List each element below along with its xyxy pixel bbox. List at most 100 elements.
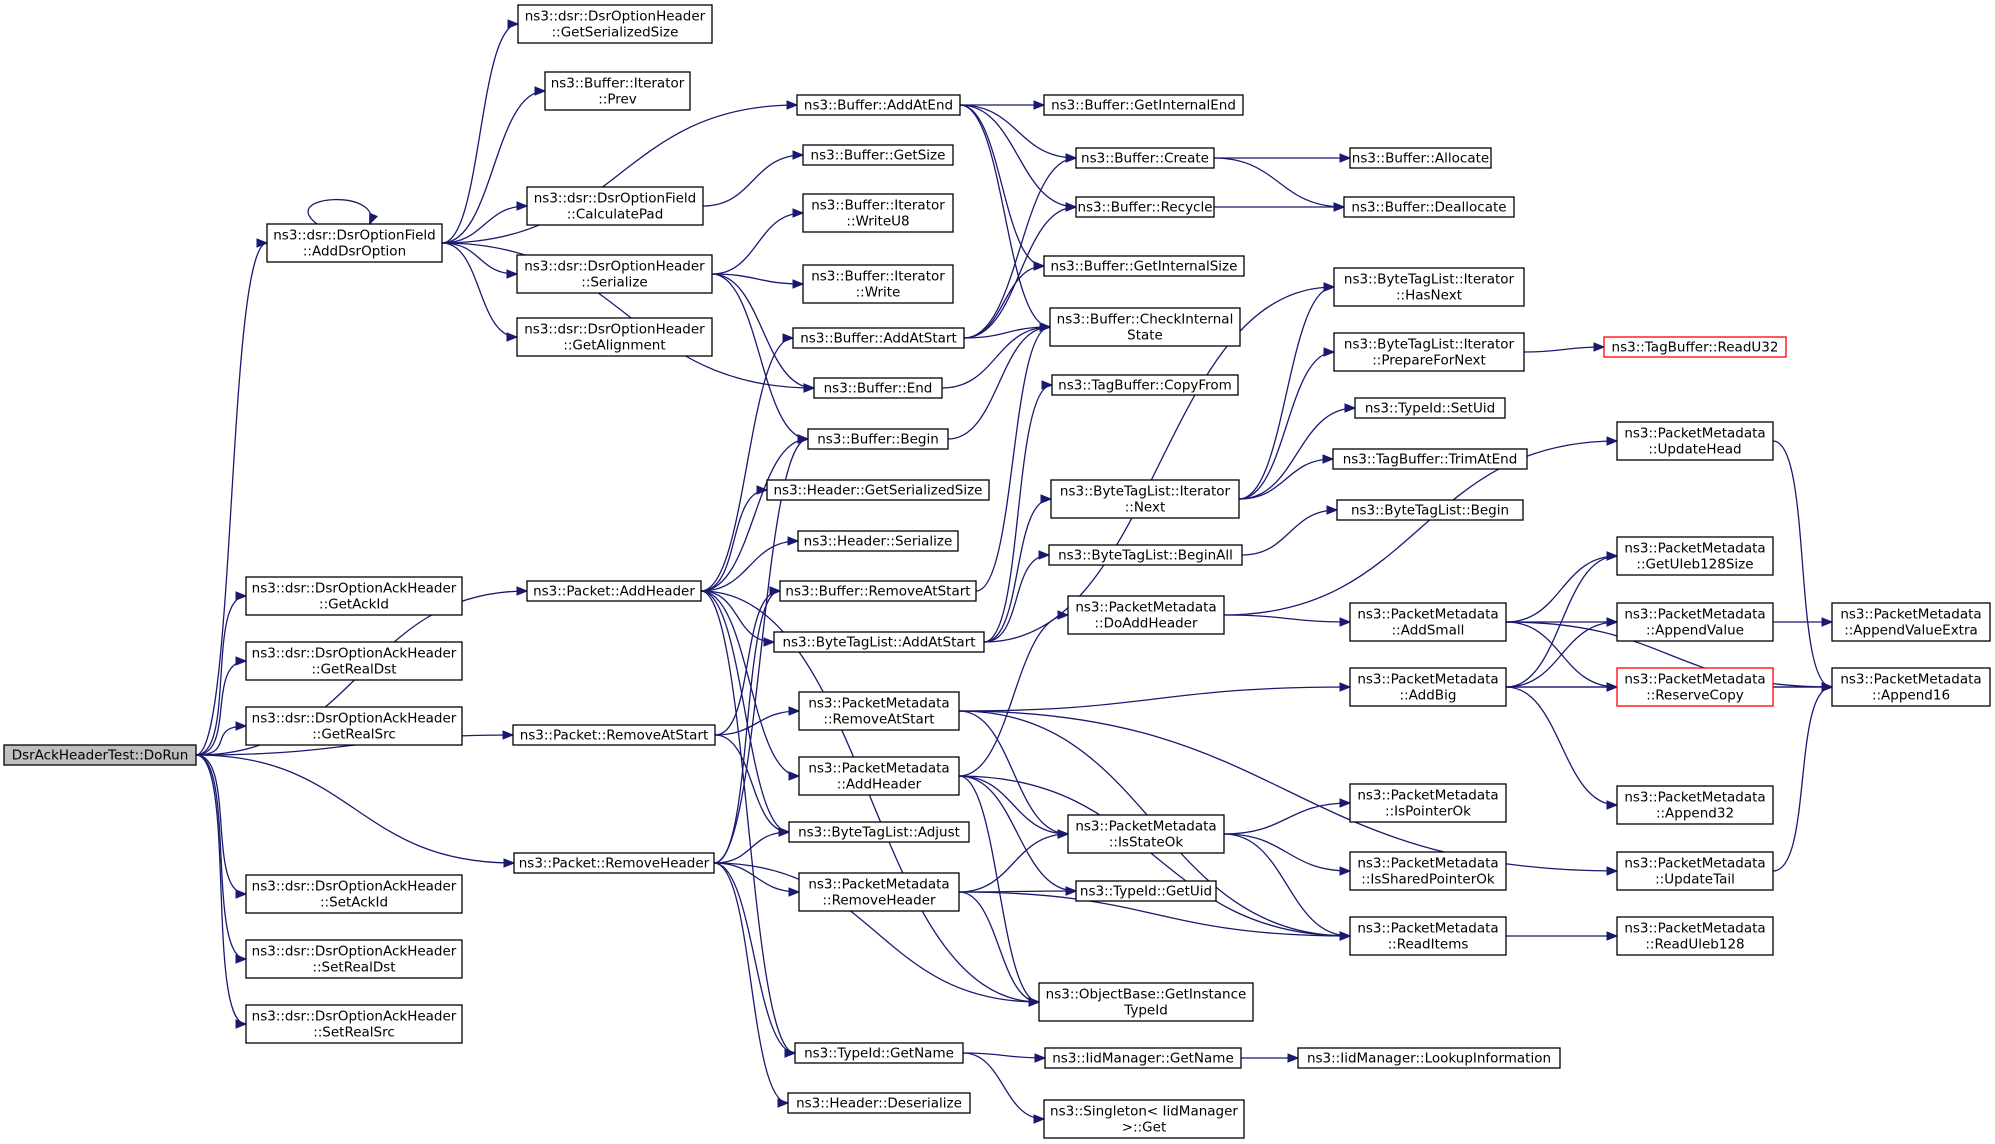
node-getRealDst[interactable]: ns3::dsr::DsrOptionAckHeader::GetRealDst <box>245 641 463 681</box>
node-bufAddAtStart[interactable]: ns3::Buffer::AddAtStart <box>792 327 965 349</box>
node-bufBegin[interactable]: ns3::Buffer::Begin <box>807 428 949 450</box>
edge-arrowhead <box>1057 610 1070 620</box>
node-addDsrOption[interactable]: ns3::dsr::DsrOptionField::AddDsrOption <box>266 223 443 263</box>
edge-arrowhead <box>235 721 248 731</box>
edge-line <box>714 590 781 736</box>
node-iidLookup[interactable]: ns3::IidManager::LookupInformation <box>1297 1047 1561 1069</box>
node-hdrGetSerSize[interactable]: ns3::Header::GetSerializedSize <box>766 479 990 501</box>
node-bufDeallocate[interactable]: ns3::Buffer::Deallocate <box>1343 196 1515 218</box>
edge-bufCreate-to-bufAllocate <box>1214 153 1352 163</box>
node-pmAddSmall[interactable]: ns3::PacketMetadata::AddSmall <box>1349 602 1507 642</box>
node-iterPrev[interactable]: ns3::Buffer::Iterator::Prev <box>544 71 691 111</box>
node-hdrDeserialize[interactable]: ns3::Header::Deserialize <box>787 1092 971 1114</box>
node-tagReadU32[interactable]: ns3::TagBuffer::ReadU32 <box>1603 336 1787 358</box>
node-typeSetUid[interactable]: ns3::TypeId::SetUid <box>1354 397 1506 419</box>
node-box <box>516 317 713 357</box>
edge-arrowhead <box>787 536 800 546</box>
node-pmAppendValueExtra[interactable]: ns3::PacketMetadata::AppendValueExtra <box>1831 602 1991 642</box>
node-btlBegin[interactable]: ns3::ByteTagList::Begin <box>1336 499 1524 521</box>
node-label: ns3::ByteTagList::Adjust <box>798 825 960 841</box>
node-label: ns3::ByteTagList::Iterator <box>1344 337 1515 353</box>
edge-line <box>700 590 1040 1003</box>
node-pmDoAddHeader[interactable]: ns3::PacketMetadata::DoAddHeader <box>1067 595 1225 635</box>
node-tagTrimAtEnd[interactable]: ns3::TagBuffer::TrimAtEnd <box>1332 448 1528 470</box>
node-bufRemoveAtStart[interactable]: ns3::Buffer::RemoveAtStart <box>779 580 977 602</box>
node-btlIterHasNext[interactable]: ns3::ByteTagList::Iterator::HasNext <box>1333 267 1525 307</box>
node-getAckId[interactable]: ns3::dsr::DsrOptionAckHeader::GetAckId <box>245 576 463 616</box>
node-setAckId[interactable]: ns3::dsr::DsrOptionAckHeader::SetAckId <box>245 874 463 914</box>
node-getAlignment[interactable]: ns3::dsr::DsrOptionHeader::GetAlignment <box>516 317 713 357</box>
node-bufRecycle[interactable]: ns3::Buffer::Recycle <box>1075 196 1215 218</box>
edge-pmAddBig-to-pmAppendValue <box>1505 617 1619 688</box>
node-pktRemoveAtStart[interactable]: ns3::Packet::RemoveAtStart <box>512 724 716 746</box>
node-btlAddAtStart[interactable]: ns3::ByteTagList::AddAtStart <box>773 631 985 653</box>
node-pmAppendValue[interactable]: ns3::PacketMetadata::AppendValue <box>1616 602 1774 642</box>
edge-line <box>195 754 247 895</box>
node-pmAppend32[interactable]: ns3::PacketMetadata::Append32 <box>1616 785 1774 825</box>
node-pmUpdateTail[interactable]: ns3::PacketMetadata::UpdateTail <box>1616 851 1774 891</box>
node-box <box>1043 94 1244 116</box>
edge-arrowhead <box>235 656 248 666</box>
node-root[interactable]: DsrAckHeaderTest::DoRun <box>3 744 197 766</box>
node-bufCreate[interactable]: ns3::Buffer::Create <box>1075 147 1215 169</box>
node-pmRemoveAtStart[interactable]: ns3::PacketMetadata::RemoveAtStart <box>798 691 960 731</box>
node-bufGetInternalEnd[interactable]: ns3::Buffer::GetInternalEnd <box>1043 94 1244 116</box>
node-label: ::GetRealSrc <box>312 727 396 743</box>
node-bufEnd[interactable]: ns3::Buffer::End <box>813 377 943 399</box>
node-getSerializedSize[interactable]: ns3::dsr::DsrOptionHeader::GetSerialized… <box>517 4 713 44</box>
node-bufAddAtEnd[interactable]: ns3::Buffer::AddAtEnd <box>796 94 961 116</box>
node-getRealSrc[interactable]: ns3::dsr::DsrOptionAckHeader::GetRealSrc <box>245 706 463 746</box>
node-label: ns3::TagBuffer::ReadU32 <box>1612 340 1779 356</box>
node-bufAllocate[interactable]: ns3::Buffer::Allocate <box>1349 147 1492 169</box>
edge-bufCreate-to-bufDeallocate <box>1213 157 1346 212</box>
edge-line <box>700 590 796 1054</box>
node-pmReadItems[interactable]: ns3::PacketMetadata::ReadItems <box>1349 916 1507 956</box>
edge-bufAddAtStart-to-bufRecycle <box>963 202 1078 339</box>
node-pmRemoveHeader[interactable]: ns3::PacketMetadata::RemoveHeader <box>798 872 960 912</box>
node-optSerialize[interactable]: ns3::dsr::DsrOptionHeader::Serialize <box>516 254 713 294</box>
node-pktAddHeader[interactable]: ns3::Packet::AddHeader <box>526 580 702 602</box>
node-btlAdjust[interactable]: ns3::ByteTagList::Adjust <box>788 821 970 843</box>
node-setRealSrc[interactable]: ns3::dsr::DsrOptionAckHeader::SetRealSrc <box>245 1004 463 1044</box>
node-btlIterPrepare[interactable]: ns3::ByteTagList::Iterator::PrepareForNe… <box>1333 332 1525 372</box>
node-singletonGet[interactable]: ns3::Singleton< IidManager >::Get <box>1043 1099 1245 1139</box>
node-pmAddBig[interactable]: ns3::PacketMetadata::AddBig <box>1349 667 1507 707</box>
edge-arrowhead <box>516 201 529 211</box>
node-bufGetSize[interactable]: ns3::Buffer::GetSize <box>802 144 954 166</box>
node-pmUpdateHead[interactable]: ns3::PacketMetadata::UpdateHead <box>1616 421 1774 461</box>
node-pmReadUleb128[interactable]: ns3::PacketMetadata::ReadUleb128 <box>1616 916 1774 956</box>
edge-root-to-setRealSrc <box>195 754 248 1029</box>
edge-arrowhead <box>235 889 248 899</box>
node-btlBeginAll[interactable]: ns3::ByteTagList::BeginAll <box>1048 544 1243 566</box>
edge-pmAddSmall-to-pmGetUleb128Size <box>1505 551 1619 623</box>
edge-arrowhead <box>368 212 378 226</box>
node-pmReserveCopy[interactable]: ns3::PacketMetadata::ReserveCopy <box>1616 667 1774 707</box>
node-tagCopyFrom[interactable]: ns3::TagBuffer::CopyFrom <box>1051 374 1239 396</box>
node-btlIterNext[interactable]: ns3::ByteTagList::Iterator::Next <box>1050 479 1240 519</box>
node-bufGetInternalSize[interactable]: ns3::Buffer::GetInternalSize <box>1043 255 1245 277</box>
node-pmIsStateOk[interactable]: ns3::PacketMetadata::IsStateOk <box>1067 814 1225 854</box>
node-setRealDst[interactable]: ns3::dsr::DsrOptionAckHeader::SetRealDst <box>245 939 463 979</box>
node-iterWrite[interactable]: ns3::Buffer::Iterator::Write <box>802 264 954 304</box>
node-typeGetUid[interactable]: ns3::TypeId::GetUid <box>1075 880 1217 902</box>
node-calcPad[interactable]: ns3::dsr::DsrOptionField::CalculatePad <box>526 186 704 226</box>
node-pktRemoveHeader[interactable]: ns3::Packet::RemoveHeader <box>513 852 715 874</box>
node-pmAddHeader[interactable]: ns3::PacketMetadata::AddHeader <box>798 756 960 796</box>
edge-arrowhead <box>506 332 519 342</box>
node-iterWriteU8[interactable]: ns3::Buffer::Iterator::WriteU8 <box>802 193 954 233</box>
edge-arrowhead <box>1339 866 1352 876</box>
node-pmIsSharedPtrOk[interactable]: ns3::PacketMetadata::IsSharedPointerOk <box>1349 851 1507 891</box>
node-iidGetName[interactable]: ns3::IidManager::GetName <box>1044 1047 1242 1069</box>
node-label: ::GetAlignment <box>563 338 665 354</box>
node-label: ns3::PacketMetadata <box>1075 819 1216 835</box>
node-pmGetUleb128Size[interactable]: ns3::PacketMetadata::GetUleb128Size <box>1616 536 1774 576</box>
node-pmIsPointerOk[interactable]: ns3::PacketMetadata::IsPointerOk <box>1349 783 1507 823</box>
edge-arrowhead <box>1322 454 1335 464</box>
node-typeGetName[interactable]: ns3::TypeId::GetName <box>794 1042 964 1064</box>
node-pmAppend16[interactable]: ns3::PacketMetadata::Append16 <box>1831 667 1991 707</box>
edge-line <box>947 326 1051 440</box>
node-hdrSerialize[interactable]: ns3::Header::Serialize <box>797 530 959 552</box>
node-label: ns3::Buffer::Begin <box>817 432 939 448</box>
